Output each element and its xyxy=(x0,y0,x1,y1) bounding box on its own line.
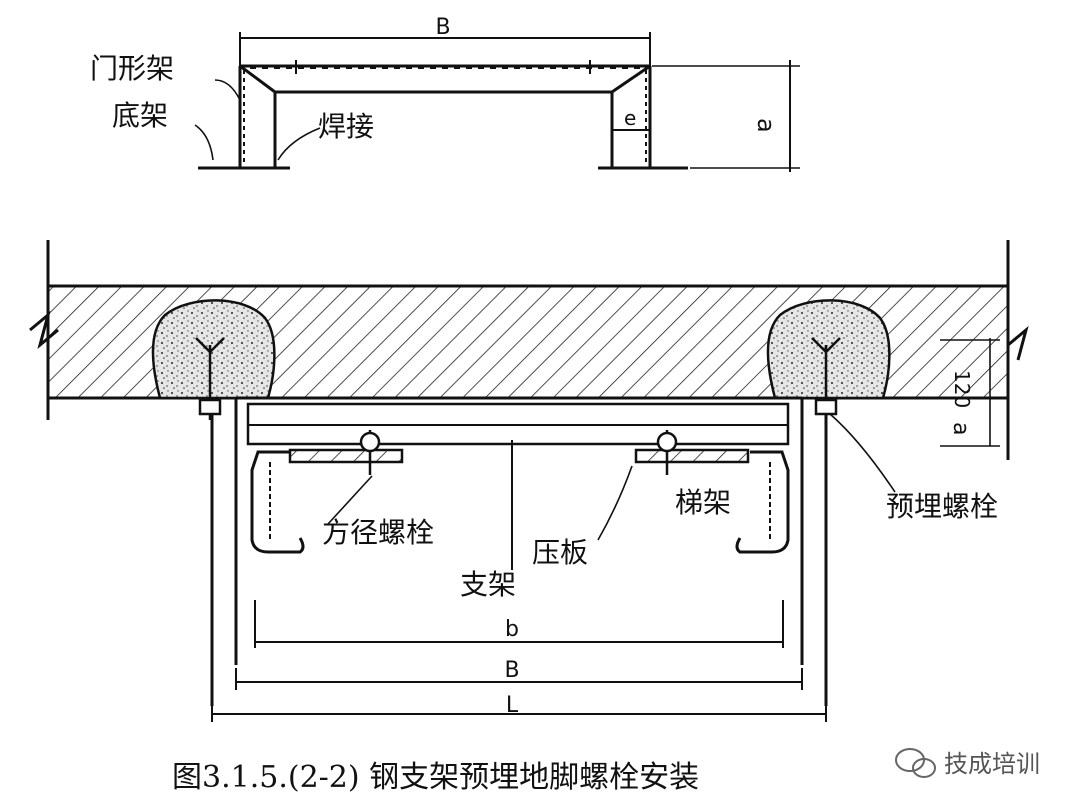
press-plates xyxy=(288,430,750,475)
weld-label: 焊接 xyxy=(318,110,374,143)
ladder-rack-label: 梯架 xyxy=(675,486,731,519)
dim-L-label: L xyxy=(506,693,519,718)
ladder-rack xyxy=(250,450,790,554)
top-width-label: B xyxy=(435,15,450,40)
watermark: 技成培训 xyxy=(895,748,1040,778)
base-frame-label: 底架 xyxy=(112,99,168,132)
embedded-bolt-label: 预埋螺栓 xyxy=(886,490,998,523)
bottom-dimensions xyxy=(211,600,827,722)
right-dimensions xyxy=(940,338,1000,447)
door-frame-view xyxy=(194,32,800,172)
top-height-label: a xyxy=(752,118,780,133)
slab-edges xyxy=(29,240,1029,460)
wechat-icon xyxy=(895,748,936,778)
press-plate-label: 压板 xyxy=(532,536,588,569)
door-frame-label: 门形架 xyxy=(90,52,174,85)
top-e-label: e xyxy=(624,106,636,130)
dim-a-label: a xyxy=(948,422,973,435)
dim-120-label: 120 xyxy=(950,370,974,408)
bracket-label: 支架 xyxy=(460,568,516,601)
dim-b-small-label: b xyxy=(505,617,519,642)
bracket-frame xyxy=(210,396,828,706)
dim-B-label: B xyxy=(504,658,519,683)
square-bolt-label: 方径螺栓 xyxy=(322,516,434,549)
figure-caption: 图3.1.5.(2-2) 钢支架预埋地脚螺栓安装 xyxy=(172,760,699,795)
watermark-text: 技成培训 xyxy=(944,750,1040,778)
anchor-bolts xyxy=(195,337,841,420)
